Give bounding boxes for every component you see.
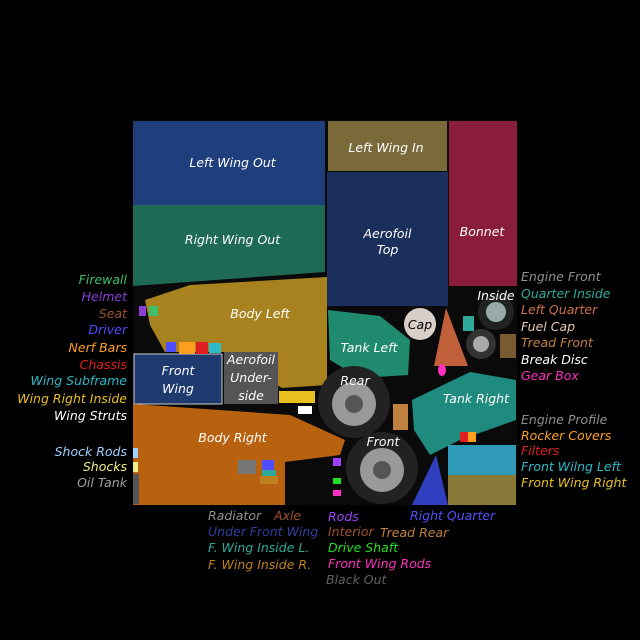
- legend-right-item: Left Quarter: [521, 302, 598, 317]
- label-cap: Cap: [407, 317, 433, 332]
- legend-bottom-item: Radiator: [208, 508, 262, 523]
- cap-region: [404, 308, 436, 340]
- legend-left-item: Shock Rods: [54, 444, 127, 459]
- legend-right-item: Quarter Inside: [521, 286, 611, 301]
- legend-bottom-item: F. Wing Inside L.: [208, 540, 310, 555]
- label-aerofoil-underside-3: side: [238, 388, 264, 403]
- legend-left-item: Nerf Bars: [68, 340, 127, 355]
- aerofoil-top-region: [327, 172, 448, 306]
- label-front-wing-2: Wing: [162, 381, 194, 396]
- label-front-wing-1: Front: [161, 363, 195, 378]
- legend-right-item: Front Wilng Left: [521, 459, 621, 474]
- legend-bottom-item: Axle: [274, 508, 302, 523]
- left-quarter-region: [434, 308, 468, 366]
- legend-bottom-item: Interior: [328, 524, 374, 539]
- legend-bottom-item: Rods: [328, 509, 359, 524]
- front-wing-left-region: [448, 445, 516, 475]
- label-aerofoil-underside-1: Aerofoil: [226, 352, 276, 367]
- label-bonnet: Bonnet: [459, 224, 505, 239]
- legend-left-item: Firewall: [78, 272, 127, 287]
- label-aerofoil-top-2: Top: [376, 242, 399, 257]
- label-aerofoil-top-1: Aerofoil: [363, 226, 412, 241]
- legend-right-item: Fuel Cap: [521, 319, 576, 334]
- legend-right-item: Rocker Covers: [521, 428, 612, 443]
- legend-right-item: Filters: [521, 443, 560, 458]
- label-left-wing-out: Left Wing Out: [189, 155, 276, 170]
- tank-left-region: [328, 310, 410, 378]
- legend-right-item: Front Wing Right: [521, 475, 627, 490]
- body-right-region: [133, 404, 345, 505]
- quarter-inside-region: [463, 316, 474, 331]
- label-tank-right: Tank Right: [442, 391, 510, 406]
- left-wing-in-region: [328, 121, 447, 171]
- legend-left-item: Shocks: [82, 459, 127, 474]
- legend-left-item: Wing Right Inside: [17, 391, 127, 406]
- legend-left-item: Driver: [88, 322, 127, 337]
- legend-left-item: Chassis: [79, 357, 127, 372]
- right-quarter-region: [412, 455, 448, 505]
- gear-box-region: [438, 364, 446, 376]
- tank-right-region: [412, 372, 516, 455]
- label-body-right: Body Right: [198, 430, 267, 445]
- aerofoil-underside-region: [224, 352, 278, 404]
- label-left-wing-in: Left Wing In: [348, 140, 424, 155]
- tread-rear-region: [393, 404, 408, 430]
- label-body-left: Body Left: [230, 306, 290, 321]
- tread-front-region: [500, 334, 516, 358]
- label-inside: Inside: [477, 288, 515, 303]
- legend-right-item: Break Disc: [521, 352, 588, 367]
- body-left-region: [145, 277, 327, 388]
- legend-left-item: Oil Tank: [77, 475, 127, 490]
- legend-bottom-item: Drive Shaft: [328, 540, 399, 555]
- legend-left-item: Wing Subframe: [30, 373, 127, 388]
- legend-bottom-item: Black Out: [326, 572, 387, 587]
- legend-right-item: Tread Front: [521, 335, 593, 350]
- front-wing-right-region: [448, 475, 516, 505]
- legend-bottom-item: Right Quarter: [410, 508, 496, 523]
- front-wing-region: [133, 353, 223, 405]
- bonnet-region: [449, 121, 517, 286]
- left-wing-out-region: [133, 121, 325, 205]
- legend-left-item: Helmet: [81, 289, 127, 304]
- legend-bottom-item: Tread Rear: [380, 525, 449, 540]
- legend-right-item: Engine Front: [521, 269, 601, 284]
- legend-bottom-item: F. Wing Inside R.: [208, 557, 312, 572]
- legend-left-item: Seat: [98, 306, 127, 321]
- label-tank-left: Tank Left: [340, 340, 398, 355]
- legend-bottom-item: Under Front Wing: [208, 524, 319, 539]
- legend-right-item: Engine Profile: [521, 412, 608, 427]
- legend-bottom-item: Front Wing Rods: [328, 556, 432, 571]
- label-rear: Rear: [340, 373, 370, 388]
- label-aerofoil-underside-2: Under-: [230, 370, 272, 385]
- legend-right-item: Gear Box: [521, 368, 579, 383]
- legend-left-item: Wing Struts: [54, 408, 127, 423]
- right-wing-out-region: [133, 205, 325, 286]
- label-front: Front: [366, 434, 400, 449]
- label-right-wing-out: Right Wing Out: [184, 232, 281, 247]
